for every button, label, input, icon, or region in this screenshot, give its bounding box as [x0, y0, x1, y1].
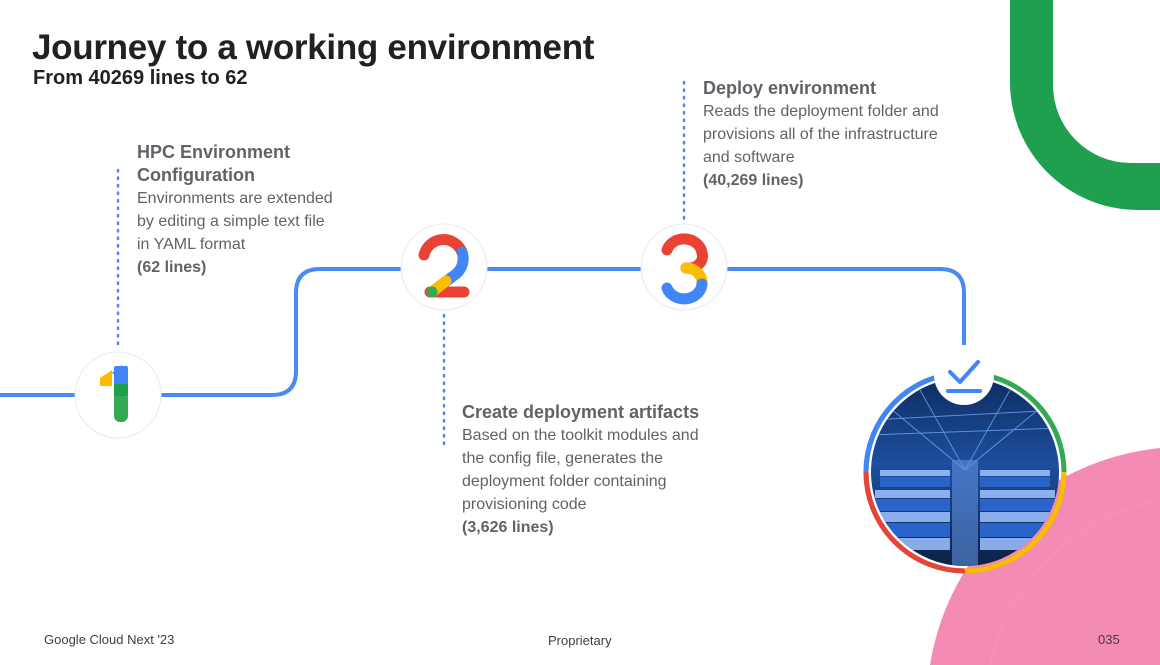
checkmark-download-icon	[934, 345, 994, 405]
step-1-text: HPC Environment Configuration Environmen…	[137, 141, 337, 279]
step-2-description: Based on the toolkit modules and the con…	[462, 427, 699, 513]
journey-path	[0, 267, 966, 397]
step-3-lines: (40,269 lines)	[703, 172, 804, 189]
page-subtitle: From 40269 lines to 62	[33, 67, 248, 89]
step-1-badge	[74, 351, 162, 439]
step-1-lines: (62 lines)	[137, 259, 207, 276]
step-3-text: Deploy environment Reads the deployment …	[703, 77, 943, 192]
step-2-title: Create deployment artifacts	[462, 402, 700, 422]
green-arc-decoration	[1010, 0, 1160, 210]
footer-proprietary: Proprietary	[548, 633, 612, 648]
page-title: Journey to a working environment	[32, 28, 595, 67]
step-1-description: Environments are extended by editing a s…	[137, 190, 333, 253]
step-2-text: Create deployment artifacts Based on the…	[462, 401, 702, 539]
step-3-description: Reads the deployment folder and provisio…	[703, 103, 939, 166]
step-3-badge	[640, 223, 728, 311]
step-2-badge	[400, 223, 488, 311]
footer-event: Google Cloud Next '23	[44, 632, 175, 647]
step-1-title: HPC Environment Configuration	[137, 142, 291, 185]
step-2-lines: (3,626 lines)	[462, 519, 554, 536]
pink-arc-decoration	[930, 448, 1160, 665]
pink-arc-fill	[990, 500, 1160, 665]
footer-page-number: 035	[1098, 632, 1120, 647]
step-3-title: Deploy environment	[703, 78, 877, 98]
